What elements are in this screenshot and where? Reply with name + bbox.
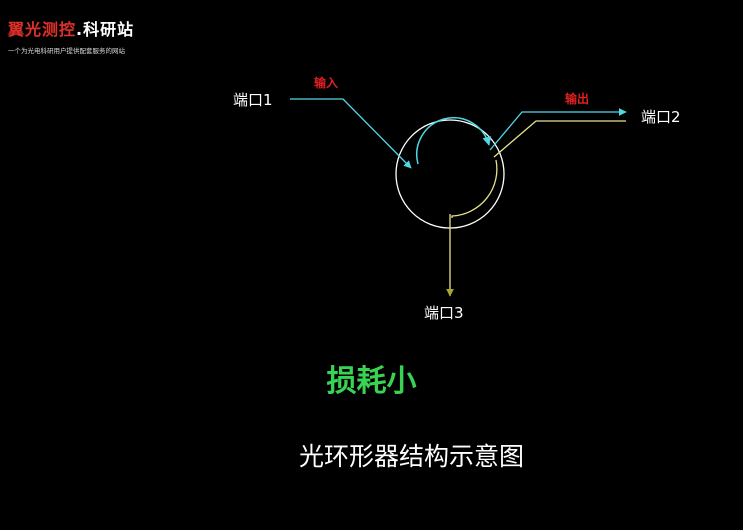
port1-label: 端口1 — [233, 91, 273, 109]
port2-label: 端口2 — [641, 108, 681, 126]
output-label: 输出 — [565, 92, 590, 106]
inner-arc-cyan — [416, 117, 492, 165]
site-logo[interactable]: 翼光测控.科研站 一个为光电科研用户提供配套服务的网站 — [8, 16, 134, 55]
low-loss-highlight: 损耗小 — [326, 364, 417, 399]
logo-title: 翼光测控.科研站 — [8, 16, 134, 40]
logo-name-part2: .科研站 — [76, 20, 135, 39]
input-path — [290, 98, 412, 169]
diagram-caption: 光环形器结构示意图 — [298, 442, 524, 471]
output-path — [489, 108, 627, 151]
port2-yellow-path — [493, 120, 626, 158]
circulator-ring — [395, 119, 505, 229]
port3-label: 端口3 — [424, 304, 464, 322]
inner-arc-yellow — [451, 159, 498, 218]
logo-name-part1: 翼光测控 — [8, 20, 77, 39]
logo-tagline: 一个为光电科研用户提供配套服务的网站 — [8, 47, 125, 55]
input-label: 输入 — [314, 76, 339, 90]
